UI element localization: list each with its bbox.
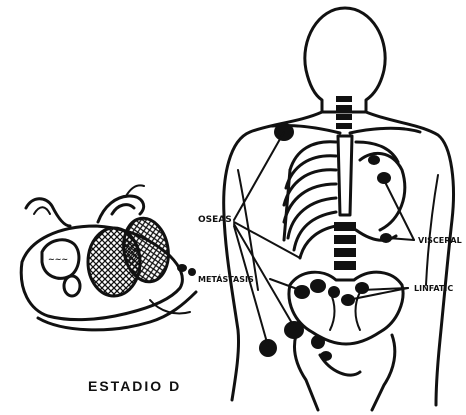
human-torso-illustration	[224, 8, 454, 410]
label-oseas: OSEAS	[198, 215, 232, 225]
lymph-node	[294, 285, 310, 299]
label-viscerales: VISCERAL	[418, 236, 462, 245]
pelvic-section-illustration: ~~~	[21, 185, 196, 330]
label-metastasis: METÁSTASIS	[198, 273, 254, 284]
rib-cage	[284, 142, 336, 258]
bone-lesion-hip	[284, 321, 304, 339]
metastatic-deposits	[259, 123, 392, 361]
bone-lesion-femur	[259, 339, 277, 357]
label-linfaticas: LINFATIC	[414, 284, 453, 293]
svg-text:~~~: ~~~	[48, 255, 68, 264]
lumbar-spine	[334, 222, 356, 270]
caption-stage: ESTADIO D	[88, 378, 181, 394]
